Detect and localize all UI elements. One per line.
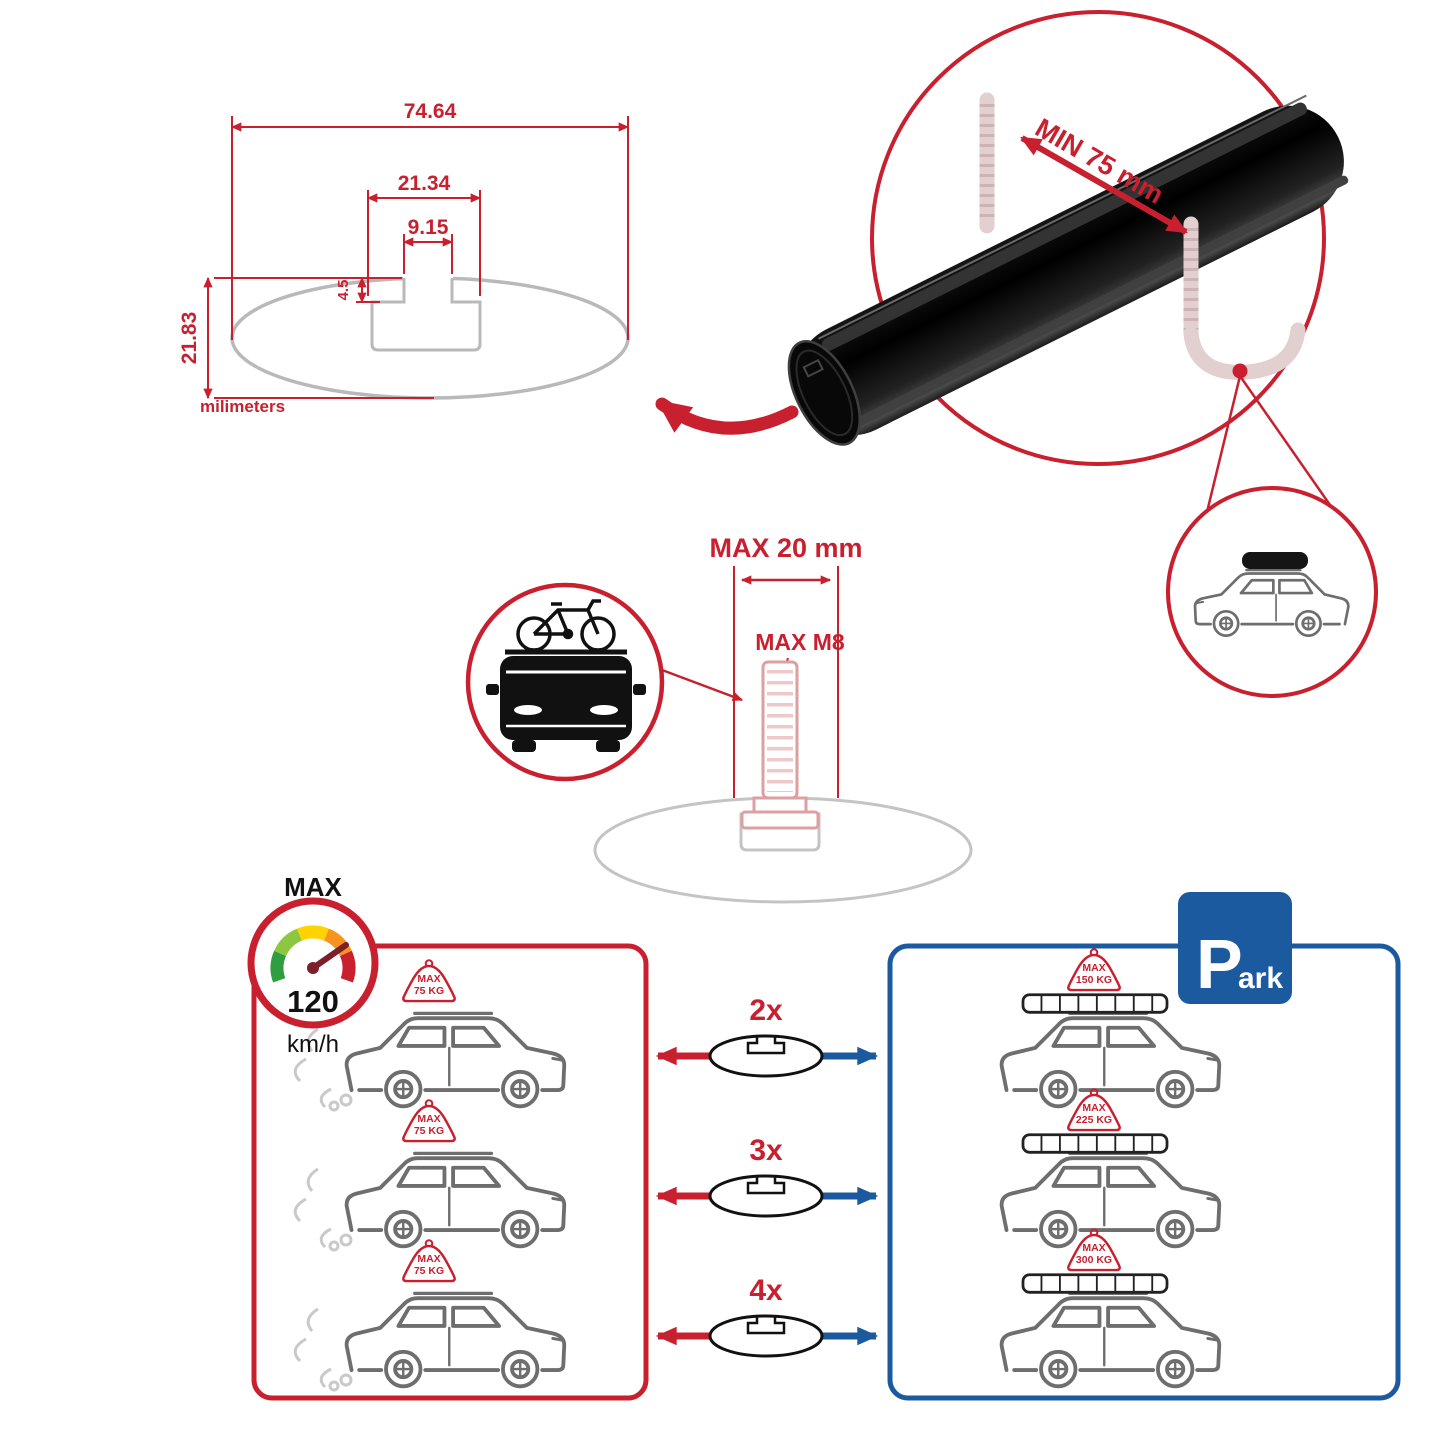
- motion-lines: [293, 1307, 353, 1392]
- driving-load-line2: 75 KG: [414, 1125, 444, 1137]
- parking-panel: MAX 150 KG MAX 225 KG MAX 300 KG P ark: [887, 892, 1401, 1401]
- roof-basket-icon: [1021, 1273, 1169, 1294]
- driving-load-line1: MAX: [417, 1113, 440, 1125]
- max-length-label: MAX 20 mm: [709, 533, 862, 563]
- parked-load-line2: 150 KG: [1076, 974, 1112, 986]
- gauge-needle: [310, 942, 349, 971]
- suv-roofbox-circle: [1166, 486, 1378, 698]
- bolt-flange: [740, 810, 820, 830]
- driving-load-line2: 75 KG: [414, 985, 444, 997]
- driving-car-row: MAX 75 KG: [293, 1099, 567, 1252]
- parked-car-icon: [999, 1151, 1222, 1249]
- park-sign: P ark: [1178, 892, 1292, 1004]
- parking-panel-border: [887, 943, 1401, 1401]
- channel-outer-label: 21.34: [398, 172, 451, 195]
- detail-connector-lines: [1205, 375, 1339, 516]
- channel-opening-label: 9.15: [408, 216, 449, 239]
- speed-gauge: MAX 120 km/h: [247, 872, 379, 1058]
- bolt-length-dimension: [733, 566, 839, 798]
- max-thread-label: MAX M8: [755, 629, 845, 655]
- quantity-row: 3x: [655, 1134, 879, 1218]
- parked-car-row: MAX 225 KG: [999, 1088, 1222, 1249]
- motion-lines: [293, 1167, 353, 1252]
- units-label: milimeters: [200, 397, 285, 416]
- parked-car-row: MAX 150 KG: [999, 948, 1222, 1109]
- profile-dimension-diagram: 74.64 21.34 9.15 4.5 21.83 milimeters: [178, 100, 630, 416]
- car-front-circle: [465, 582, 744, 782]
- parked-load-line1: MAX: [1082, 1102, 1105, 1114]
- driving-car-row: MAX 75 KG: [293, 959, 567, 1112]
- bolt-diagram: MAX 20 mm MAX M8: [593, 533, 973, 904]
- gauge-unit: km/h: [287, 1031, 339, 1058]
- channel-depth-label: 4.5: [335, 280, 352, 301]
- left-mirror: [486, 684, 499, 695]
- motion-lines: [293, 1027, 353, 1112]
- total-width-label: 74.64: [404, 100, 457, 123]
- total-width-dimension: [230, 116, 630, 340]
- bolt-icon: [740, 660, 820, 830]
- driving-load-line1: MAX: [417, 1253, 440, 1265]
- u-bolt-strap: [1183, 322, 1306, 380]
- end-cap-slot: [802, 358, 824, 378]
- circle-to-bolt-line: [661, 668, 744, 702]
- roof-basket-icon: [1021, 993, 1169, 1014]
- crossbar-section-icon: [708, 1314, 824, 1358]
- u-bolt-front-rod: [1183, 216, 1306, 380]
- crossbar-section-icon: [708, 1174, 824, 1218]
- min-span-arrow: [1020, 135, 1188, 235]
- driving-car-icon: [344, 1291, 567, 1389]
- detail-pointer-dot: [1232, 363, 1248, 379]
- park-sign-letter: P: [1196, 925, 1243, 1003]
- count-label: 3x: [749, 1134, 783, 1167]
- zoom-arrow: [655, 397, 799, 435]
- gauge-arc: [270, 925, 356, 983]
- parked-load-line1: MAX: [1082, 1242, 1105, 1254]
- driving-car-icon: [344, 1011, 567, 1109]
- driving-car-icon: [344, 1151, 567, 1249]
- channel-opening-dimension: [402, 234, 454, 274]
- parked-load-line2: 300 KG: [1076, 1254, 1112, 1266]
- profile-t-slot: [370, 278, 482, 352]
- driving-load-line2: 75 KG: [414, 1265, 444, 1277]
- quantity-row: 4x: [655, 1274, 879, 1358]
- roof-basket-icon: [1021, 1133, 1169, 1154]
- car-front-icon: [486, 649, 646, 752]
- parked-car-icon: [999, 1011, 1222, 1109]
- quantity-column: 2x 3x 4x: [655, 994, 879, 1358]
- crossbar-detail: MIN 75 mm: [787, 10, 1349, 516]
- parked-load-line2: 225 KG: [1076, 1114, 1112, 1126]
- bar-bottom-groove: [856, 175, 1349, 426]
- crossbar-section-icon: [708, 1034, 824, 1078]
- count-label: 2x: [749, 994, 783, 1027]
- gauge-title: MAX: [284, 872, 342, 902]
- detail-circle: [870, 10, 1326, 466]
- parked-load-line1: MAX: [1082, 962, 1105, 974]
- park-sign-rest: ark: [1238, 962, 1283, 995]
- gauge-value: 120: [287, 984, 339, 1019]
- count-label: 4x: [749, 1274, 783, 1307]
- parked-car-icon: [999, 1291, 1222, 1389]
- total-height-dimension: [203, 276, 434, 400]
- total-height-label: 21.83: [178, 312, 201, 365]
- quantity-row: 2x: [655, 994, 879, 1078]
- driving-panel: MAX 75 KG MAX 75 KG MAX 75 KG: [247, 872, 649, 1401]
- roof-box-icon: [1242, 552, 1308, 569]
- right-mirror: [633, 684, 646, 695]
- driving-panel-border: [251, 943, 649, 1401]
- driving-car-row: MAX 75 KG: [293, 1239, 567, 1392]
- parked-car-row: MAX 300 KG: [999, 1228, 1222, 1389]
- driving-load-line1: MAX: [417, 973, 440, 985]
